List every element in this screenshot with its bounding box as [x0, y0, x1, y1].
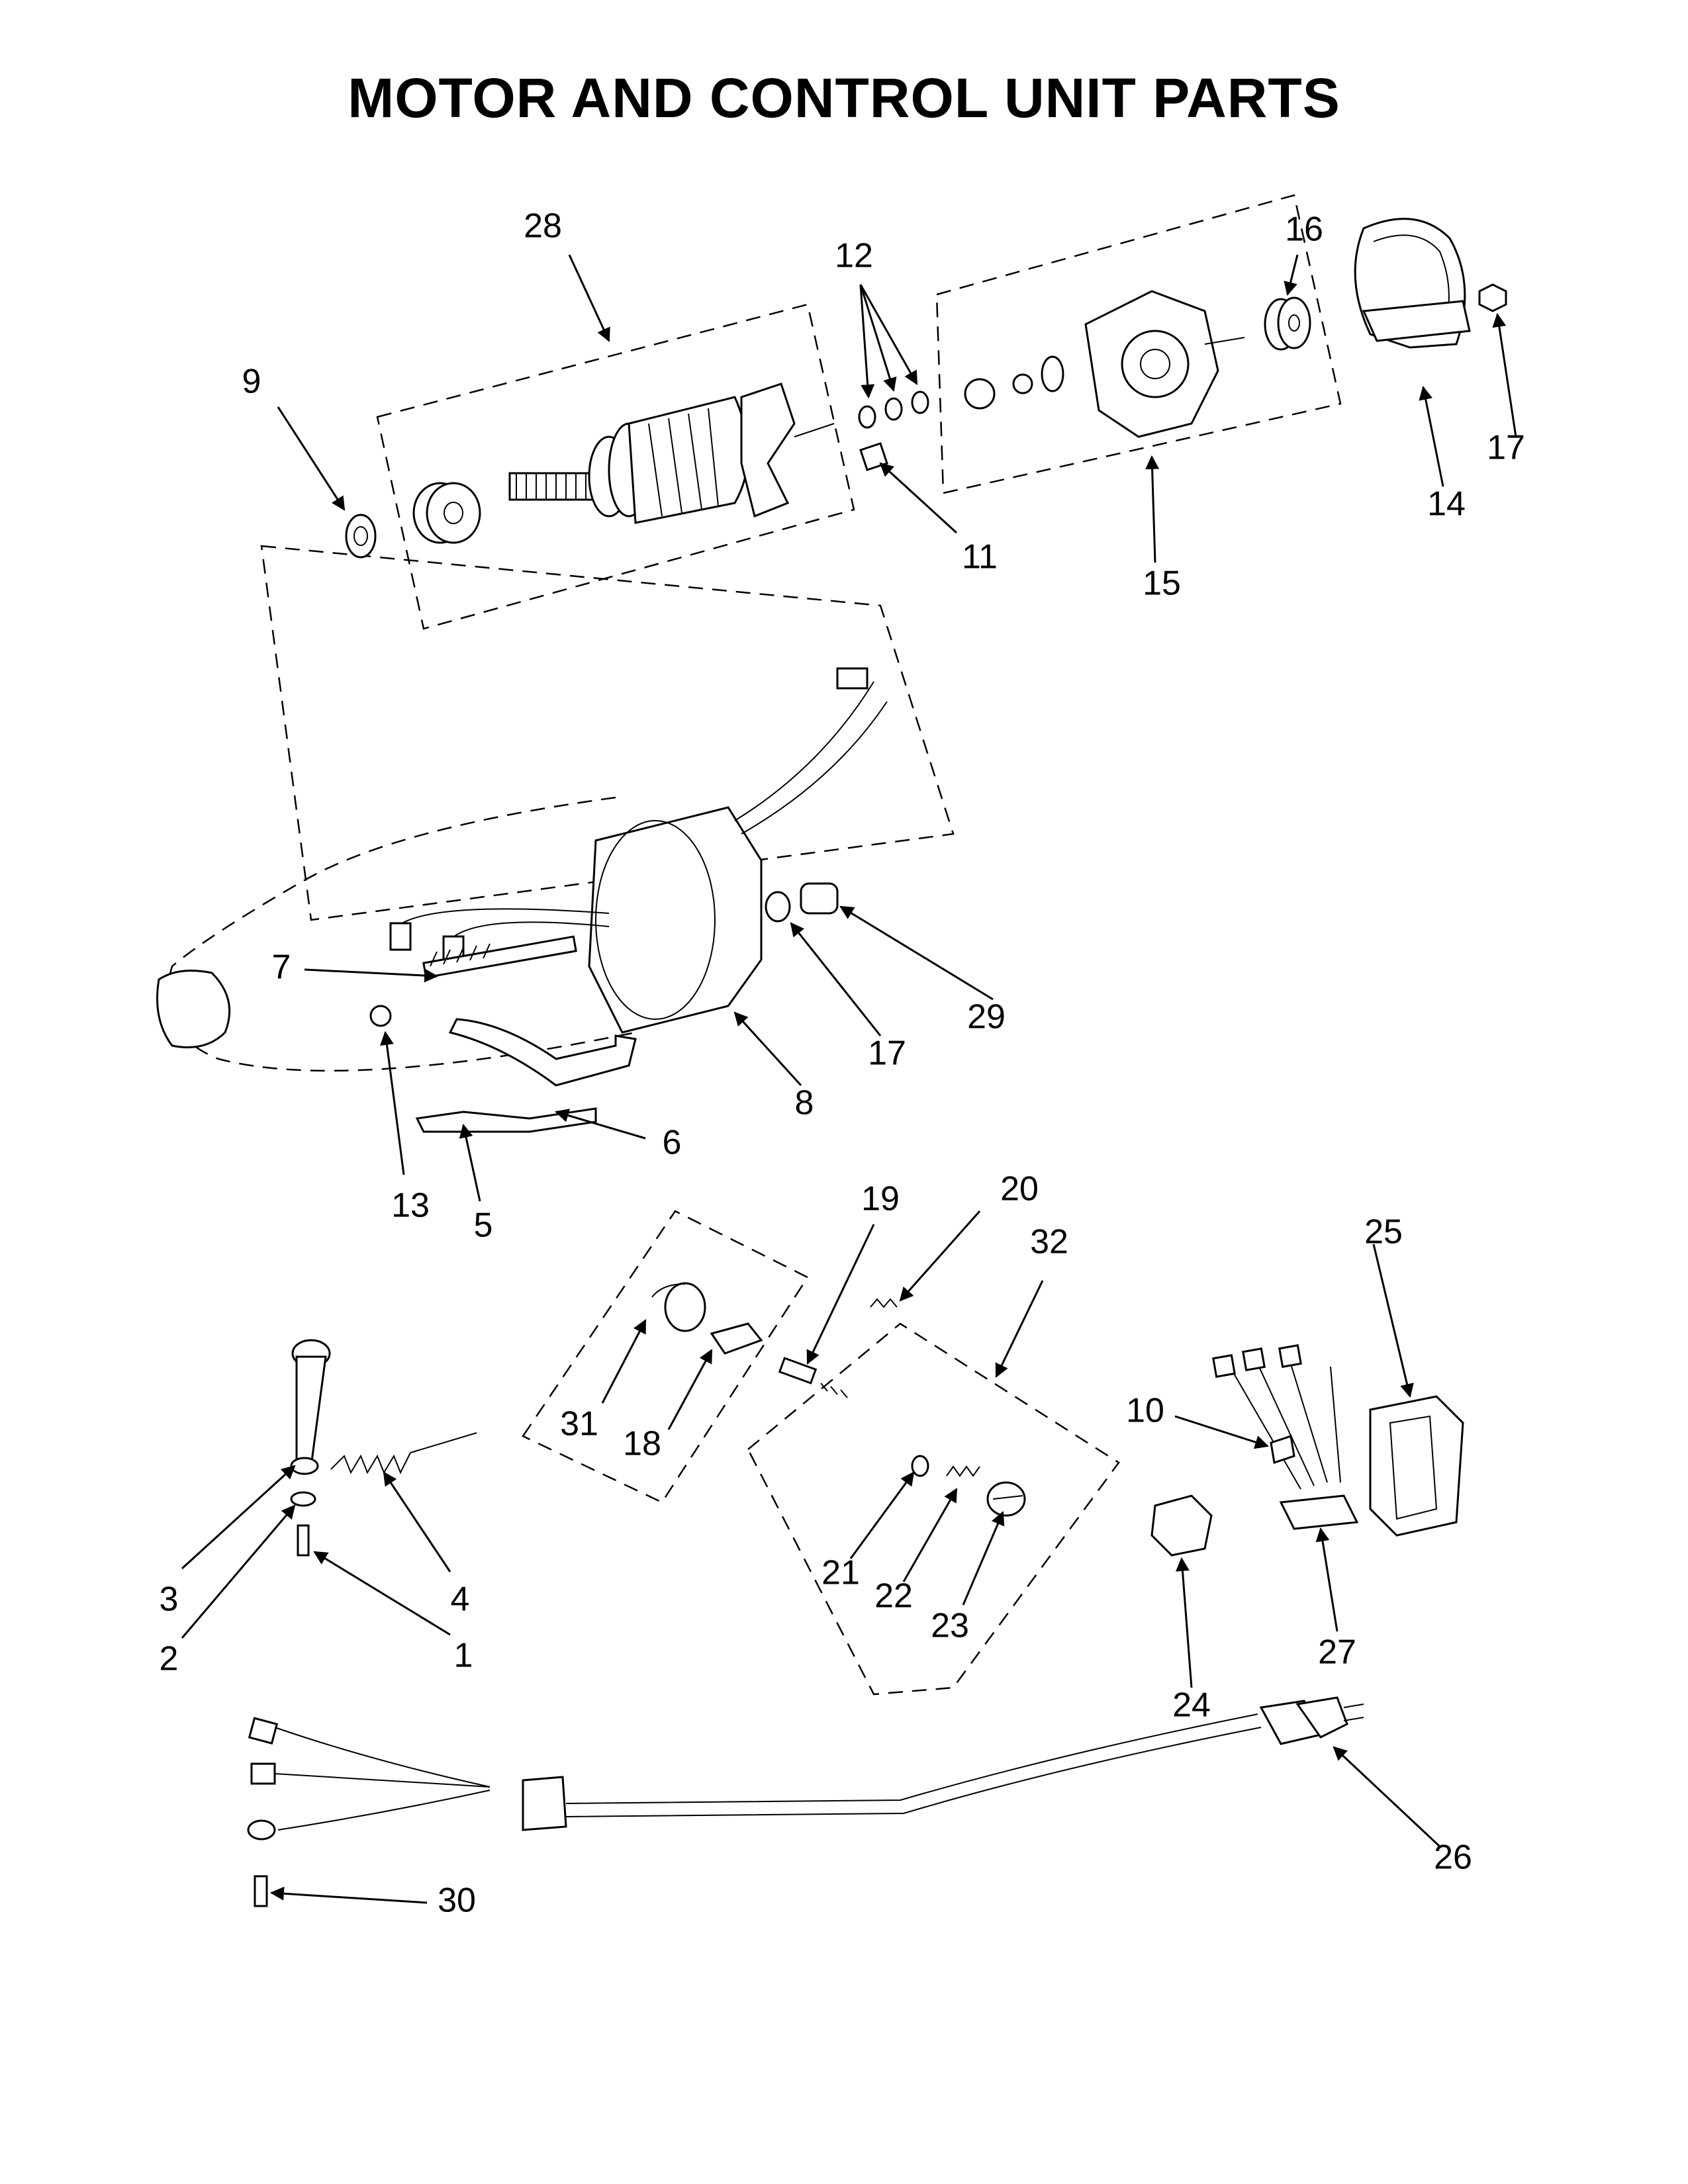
callout-32: 32: [1030, 1223, 1068, 1261]
callout-9: 9: [242, 363, 261, 401]
armature-group-outline: [260, 303, 955, 921]
part-9-washer: [345, 514, 377, 559]
callout-18: 18: [623, 1425, 661, 1463]
callout-19: 19: [861, 1180, 900, 1218]
part-17-nut: [1478, 283, 1507, 312]
callout-10: 10: [1126, 1392, 1164, 1430]
part-13-lockwasher: [369, 1005, 392, 1027]
part-19-brush: [778, 1357, 848, 1398]
part-17-29-bushings: [765, 882, 839, 923]
callout-16: 16: [1285, 210, 1323, 249]
callout-13: 13: [391, 1187, 430, 1225]
part-1-screw: [297, 1524, 310, 1557]
callout-31: 31: [560, 1405, 598, 1443]
callout-12: 12: [835, 237, 873, 275]
part-16-bearing: [1264, 296, 1311, 351]
part-26-power-cord: [247, 1696, 1364, 1841]
callout-14: 14: [1427, 485, 1466, 523]
part-14-bracket: [1354, 218, 1471, 349]
part-18-brush-holder: [710, 1322, 763, 1355]
part-24-connector: [1150, 1494, 1213, 1557]
armature-bearing: [412, 482, 481, 544]
part-28-armature: [508, 383, 835, 524]
callout-3: 3: [160, 1580, 179, 1619]
part-8-field: [389, 667, 888, 1034]
part-6-5-brackets: [415, 1018, 637, 1133]
part-30-screw: [254, 1875, 268, 1907]
callout-22: 22: [874, 1577, 913, 1615]
housing-end-cap: [156, 970, 231, 1048]
callout-4: 4: [451, 1580, 470, 1619]
callout-28: 28: [524, 207, 562, 246]
callout-25: 25: [1364, 1213, 1403, 1251]
brush-group-outline: [522, 1210, 1120, 1696]
callout-5: 5: [474, 1206, 493, 1245]
callout-2: 2: [160, 1640, 179, 1678]
part-25-control-board: [1369, 1395, 1464, 1537]
callout-11: 11: [962, 538, 998, 576]
callout-23: 23: [931, 1607, 969, 1645]
part-12-washers: [858, 390, 929, 429]
part-20-spring: [870, 1298, 898, 1308]
part-2-washer: [290, 1491, 316, 1507]
callout-labels: 28 12 16 9 17 14 11 15 7 29 17 8 6 13 5 …: [160, 207, 1525, 1920]
callout-6: 6: [663, 1124, 682, 1162]
part-3-lever: [290, 1339, 331, 1475]
part-10-screw: [1270, 1435, 1295, 1464]
motor-housing-outline: [166, 796, 636, 1072]
callout-7: 7: [272, 948, 291, 987]
leader-lines: [181, 254, 1517, 1904]
callout-27: 27: [1318, 1633, 1356, 1672]
callout-17-mid: 17: [868, 1034, 906, 1073]
callout-1: 1: [454, 1637, 473, 1675]
part-31-cap: [651, 1282, 706, 1332]
end-bell-group-outline: [935, 194, 1342, 494]
callout-26: 26: [1434, 1839, 1472, 1877]
part-21-22-23-brush-2: [911, 1455, 1026, 1517]
callout-15: 15: [1143, 565, 1181, 603]
page-title: MOTOR AND CONTROL UNIT PARTS: [348, 67, 1340, 129]
callout-29: 29: [967, 998, 1006, 1036]
part-4-spring: [330, 1432, 477, 1475]
callout-20: 20: [1000, 1170, 1039, 1208]
part-27-terminal-block: [1212, 1344, 1359, 1530]
callout-17-top: 17: [1487, 429, 1525, 467]
callout-21: 21: [821, 1554, 860, 1592]
callout-8: 8: [795, 1084, 814, 1122]
part-15-end-bell: [964, 290, 1245, 438]
callout-30: 30: [438, 1882, 476, 1920]
callout-24: 24: [1172, 1686, 1211, 1725]
